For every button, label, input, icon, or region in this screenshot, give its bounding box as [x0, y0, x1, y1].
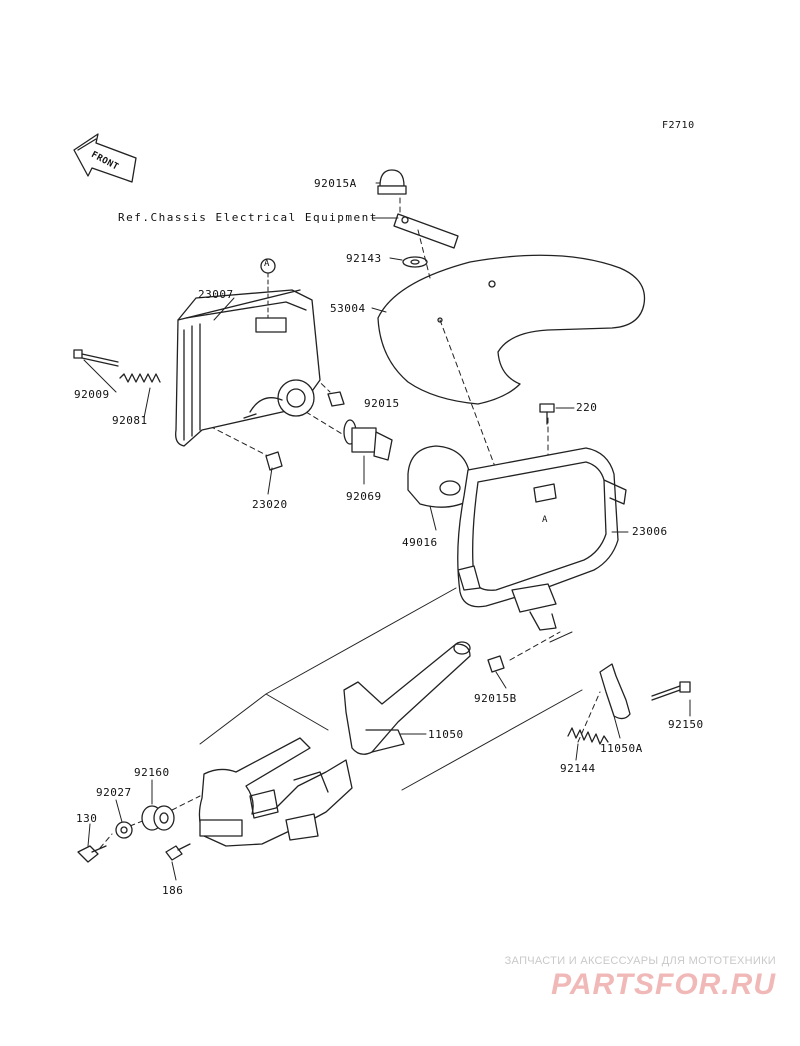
part-11050a-bracket	[599, 663, 631, 720]
part-23007-headlight	[175, 289, 321, 447]
label-220: 220	[576, 401, 598, 414]
callout-a-top-label: A	[264, 259, 270, 269]
front-arrow-icon	[73, 133, 137, 183]
part-92015-nut	[327, 391, 345, 407]
label-92009: 92009	[74, 388, 110, 401]
part-92081-spring	[119, 373, 161, 383]
part-23020-clip	[265, 451, 283, 471]
part-49016-boot	[407, 445, 471, 508]
part-11050-arm	[343, 641, 471, 755]
part-220-screw	[539, 403, 555, 425]
label-92015: 92015	[364, 397, 400, 410]
label-186: 186	[162, 884, 184, 897]
label-23006: 23006	[632, 525, 668, 538]
label-92015a: 92015A	[314, 177, 357, 190]
label-92143: 92143	[346, 252, 382, 265]
label-92150: 92150	[668, 718, 704, 731]
label-92069: 92069	[346, 490, 382, 503]
part-92150-bolt	[651, 681, 691, 701]
part-53004-cover	[377, 254, 646, 405]
label-23020: 23020	[252, 498, 288, 511]
label-49016: 49016	[402, 536, 438, 549]
part-130-bolt	[77, 845, 107, 863]
part-92069-bulb	[343, 419, 393, 461]
part-wire-terminal	[393, 213, 459, 249]
part-lower-mount	[198, 737, 353, 847]
label-11050a: 11050A	[600, 742, 643, 755]
label-92160: 92160	[134, 766, 170, 779]
label-92027: 92027	[96, 786, 132, 799]
part-92143-washer	[402, 256, 428, 268]
reference-note: Ref.Chassis Electrical Equipment	[118, 211, 378, 224]
label-92144: 92144	[560, 762, 596, 775]
figure-code: F2710	[662, 120, 695, 131]
watermark-tagline: ЗАПЧАСТИ И АКСЕССУАРЫ ДЛЯ МОТОТЕХНИКИ	[504, 955, 776, 967]
part-92009-bolt	[73, 349, 119, 367]
label-53004: 53004	[330, 302, 366, 315]
callout-a-bottom-label: A	[542, 515, 548, 525]
watermark-logo: PARTSFOR.RU	[551, 968, 776, 1001]
part-186-bolt	[165, 843, 191, 861]
part-23006-frame	[457, 447, 627, 631]
part-92144-spring	[567, 727, 609, 745]
part-92015b-nut	[487, 655, 505, 673]
part-92015a-cap-nut	[377, 169, 407, 195]
part-92027-collar	[115, 821, 133, 839]
label-130: 130	[76, 812, 98, 825]
label-23007: 23007	[198, 288, 234, 301]
label-92015b: 92015B	[474, 692, 517, 705]
part-92160-grommet	[141, 805, 175, 831]
label-11050: 11050	[428, 728, 464, 741]
label-92081: 92081	[112, 414, 148, 427]
